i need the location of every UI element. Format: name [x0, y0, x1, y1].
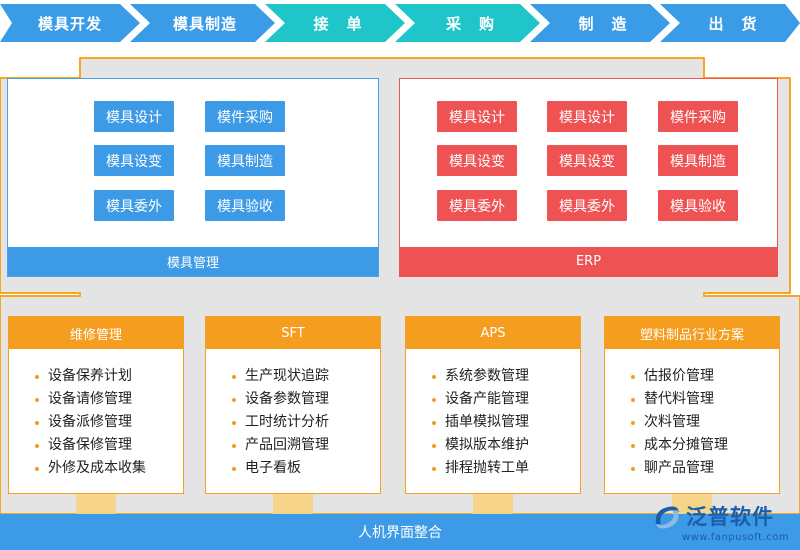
- erp-mold-design-button-1[interactable]: 模具设计: [437, 101, 517, 132]
- erp-mold-outsource-button-1[interactable]: 模具委外: [437, 190, 517, 221]
- aps-list: 系统参数管理 设备产能管理 插单模拟管理 模拟版本维护 排程抛转工单: [406, 349, 580, 480]
- bullet-icon: [232, 398, 236, 402]
- flow-step-shape-purchase: [395, 4, 540, 42]
- bullet-icon: [631, 467, 635, 471]
- erp-mold-outsource-button-2[interactable]: 模具委外: [547, 190, 627, 221]
- list-item: 成本分摊管理: [631, 434, 779, 457]
- mold-manufacturing-button[interactable]: 模具制造: [205, 145, 285, 176]
- logo-name: 泛普软件: [686, 505, 774, 529]
- logo-url: www.fanpusoft.com: [682, 532, 790, 543]
- bullet-icon: [432, 375, 436, 379]
- list-item: 设备请修管理: [35, 388, 183, 411]
- mold-change-button[interactable]: 模具设变: [94, 145, 174, 176]
- bullet-icon: [631, 444, 635, 448]
- bullet-icon: [35, 444, 39, 448]
- bullet-icon: [232, 444, 236, 448]
- connector-plastics: [672, 494, 712, 514]
- mold-part-purchase-button[interactable]: 模件采购: [205, 101, 285, 132]
- list-item: 设备参数管理: [232, 388, 380, 411]
- list-item: 替代料管理: [631, 388, 779, 411]
- list-item: 次料管理: [631, 411, 779, 434]
- logo-swirl-icon: [655, 506, 679, 529]
- maintenance-management-title: 维修管理: [9, 317, 183, 349]
- bullet-icon: [35, 421, 39, 425]
- plastics-industry-list: 估报价管理 替代料管理 次料管理 成本分摊管理 聊产品管理: [605, 349, 779, 480]
- process-flow-shapes: [0, 4, 800, 42]
- flow-step-mold-development: 模具开发: [37, 14, 102, 33]
- maintenance-management-card: 维修管理 设备保养计划 设备请修管理 设备派修管理 设备保修管理 外修及成本收集: [8, 316, 184, 494]
- bullet-icon: [631, 421, 635, 425]
- mold-management-panel: 模具设计 模件采购 模具设变 模具制造 模具委外 模具验收 模具管理: [7, 78, 379, 277]
- plastics-industry-title: 塑料制品行业方案: [605, 317, 779, 349]
- bullet-icon: [631, 375, 635, 379]
- flow-step-purchase: 采购: [445, 14, 512, 33]
- list-item: 估报价管理: [631, 365, 779, 388]
- bullet-icon: [35, 398, 39, 402]
- bullet-icon: [432, 398, 436, 402]
- process-flow: 模具开发 模具制造 接单 采购 制造 出货: [0, 4, 800, 42]
- list-item: 生产现状追踪: [232, 365, 380, 388]
- erp-mold-acceptance-button[interactable]: 模具验收: [658, 190, 738, 221]
- aps-card: APS 系统参数管理 设备产能管理 插单模拟管理 模拟版本维护 排程抛转工单: [405, 316, 581, 494]
- flow-step-shape-mold-development: [0, 4, 140, 42]
- flow-step-shipment: 出货: [708, 14, 775, 33]
- mold-acceptance-button[interactable]: 模具验收: [205, 190, 285, 221]
- erp-panel: 模具设计 模具设计 模件采购 模具设变 模具设变 模具制造 模具委外 模具委外 …: [399, 78, 778, 277]
- erp-mold-change-button-2[interactable]: 模具设变: [547, 145, 627, 176]
- erp-mold-manufacturing-button[interactable]: 模具制造: [658, 145, 738, 176]
- list-item: 插单模拟管理: [432, 411, 580, 434]
- list-item: 系统参数管理: [432, 365, 580, 388]
- connector-sft: [273, 494, 313, 514]
- bullet-icon: [631, 398, 635, 402]
- list-item: 外修及成本收集: [35, 457, 183, 480]
- mold-management-footer: 模具管理: [8, 247, 378, 276]
- flow-step-mold-manufacturing: 模具制造: [172, 14, 237, 33]
- sft-title: SFT: [206, 317, 380, 349]
- bullet-icon: [432, 467, 436, 471]
- list-item: 模拟版本维护: [432, 434, 580, 457]
- connector-maintenance: [76, 494, 116, 514]
- erp-mold-part-purchase-button[interactable]: 模件采购: [658, 101, 738, 132]
- bullet-icon: [432, 421, 436, 425]
- fanpusoft-logo: 泛普软件 www.fanpusoft.com: [652, 500, 790, 548]
- flow-step-order: 接单: [313, 14, 380, 33]
- list-item: 工时统计分析: [232, 411, 380, 434]
- list-item: 设备保修管理: [35, 434, 183, 457]
- list-item: 设备派修管理: [35, 411, 183, 434]
- list-item: 设备产能管理: [432, 388, 580, 411]
- bullet-icon: [35, 467, 39, 471]
- list-item: 产品回溯管理: [232, 434, 380, 457]
- mold-outsource-button[interactable]: 模具委外: [94, 190, 174, 221]
- erp-mold-design-button-2[interactable]: 模具设计: [547, 101, 627, 132]
- sft-list: 生产现状追踪 设备参数管理 工时统计分析 产品回溯管理 电子看板: [206, 349, 380, 480]
- list-item: 排程抛转工单: [432, 457, 580, 480]
- connector-aps: [473, 494, 513, 514]
- flow-step-shape-manufacturing: [530, 4, 670, 42]
- mold-design-button[interactable]: 模具设计: [94, 101, 174, 132]
- erp-mold-change-button-1[interactable]: 模具设变: [437, 145, 517, 176]
- maintenance-management-list: 设备保养计划 设备请修管理 设备派修管理 设备保修管理 外修及成本收集: [9, 349, 183, 480]
- flow-step-manufacturing: 制造: [578, 14, 645, 33]
- erp-footer: ERP: [400, 247, 777, 276]
- bullet-icon: [232, 421, 236, 425]
- list-item: 设备保养计划: [35, 365, 183, 388]
- list-item: 电子看板: [232, 457, 380, 480]
- list-item: 聊产品管理: [631, 457, 779, 480]
- bullet-icon: [432, 444, 436, 448]
- hmi-integration-bar: 人机界面整合: [0, 514, 800, 550]
- bullet-icon: [35, 375, 39, 379]
- plastics-industry-card: 塑料制品行业方案 估报价管理 替代料管理 次料管理 成本分摊管理 聊产品管理: [604, 316, 780, 494]
- flow-step-shape-mold-manufacturing: [130, 4, 275, 42]
- bullet-icon: [232, 467, 236, 471]
- flow-step-shape-order: [265, 4, 405, 42]
- aps-title: APS: [406, 317, 580, 349]
- flow-step-shape-shipment: [660, 4, 800, 42]
- sft-card: SFT 生产现状追踪 设备参数管理 工时统计分析 产品回溯管理 电子看板: [205, 316, 381, 494]
- bullet-icon: [232, 375, 236, 379]
